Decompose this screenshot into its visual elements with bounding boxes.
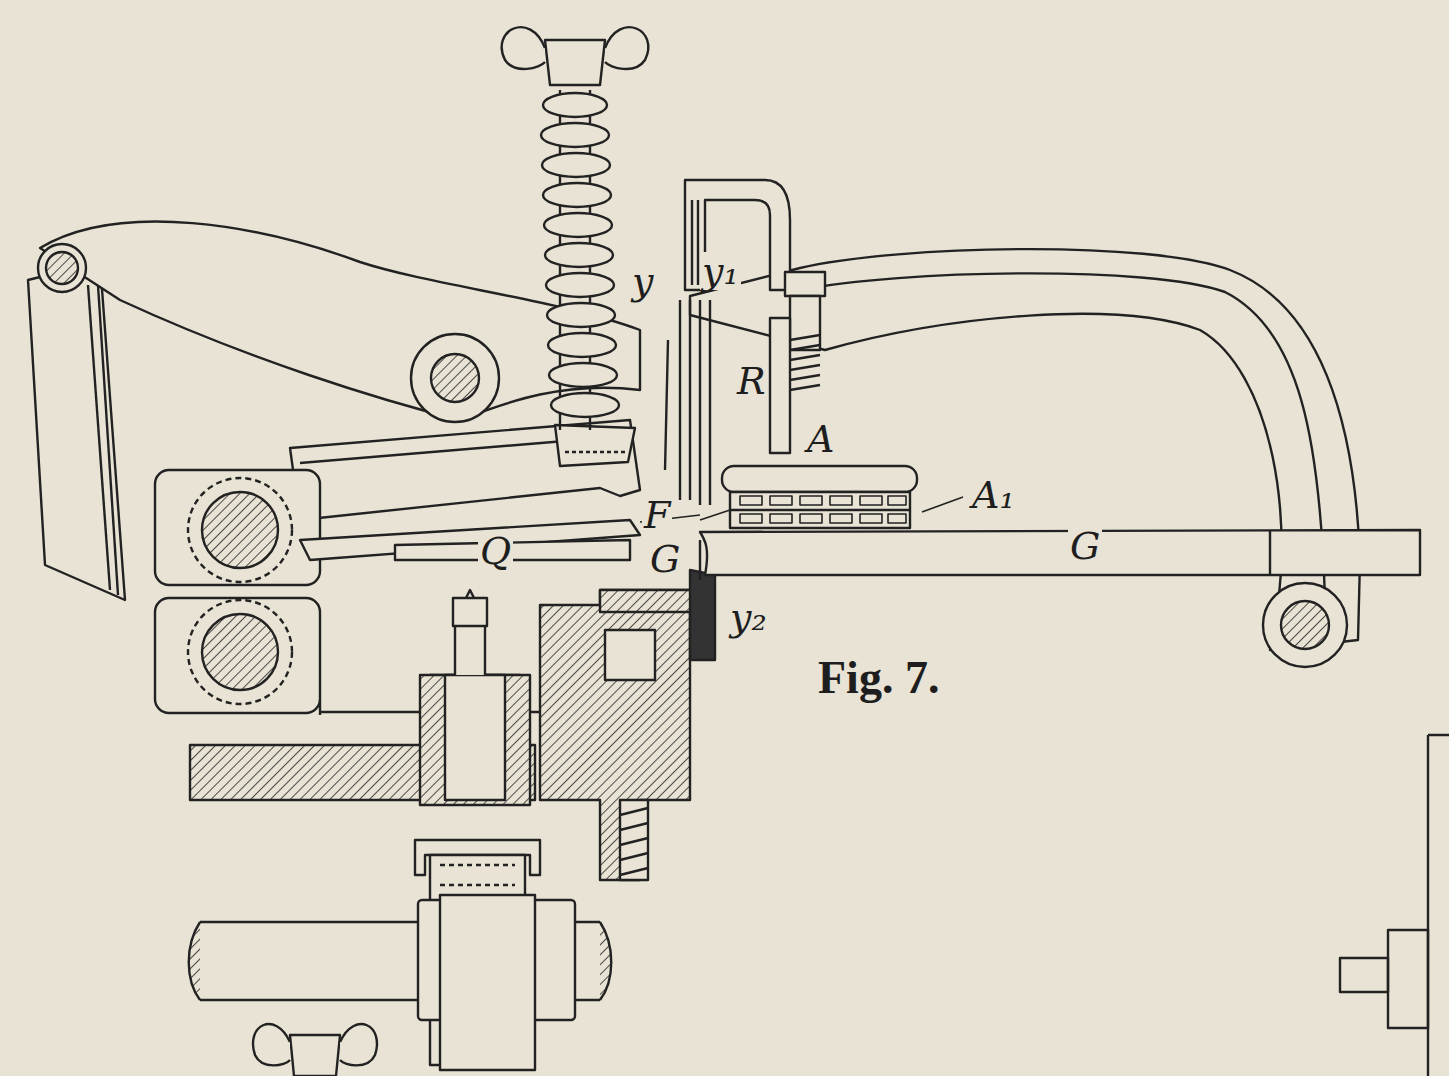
part-label: A₁ bbox=[970, 476, 1017, 514]
part-label: Q bbox=[478, 532, 513, 570]
part-label: y₁ bbox=[700, 252, 741, 290]
part-label: R bbox=[735, 362, 768, 400]
figure-caption: Fig. 7. bbox=[818, 655, 939, 701]
part-label: G bbox=[648, 540, 682, 578]
part-label: y₂ bbox=[728, 598, 769, 636]
part-label: A bbox=[805, 420, 836, 458]
part-label: F bbox=[642, 496, 672, 534]
part-label: y bbox=[630, 262, 655, 300]
part-label: G bbox=[1068, 527, 1102, 565]
